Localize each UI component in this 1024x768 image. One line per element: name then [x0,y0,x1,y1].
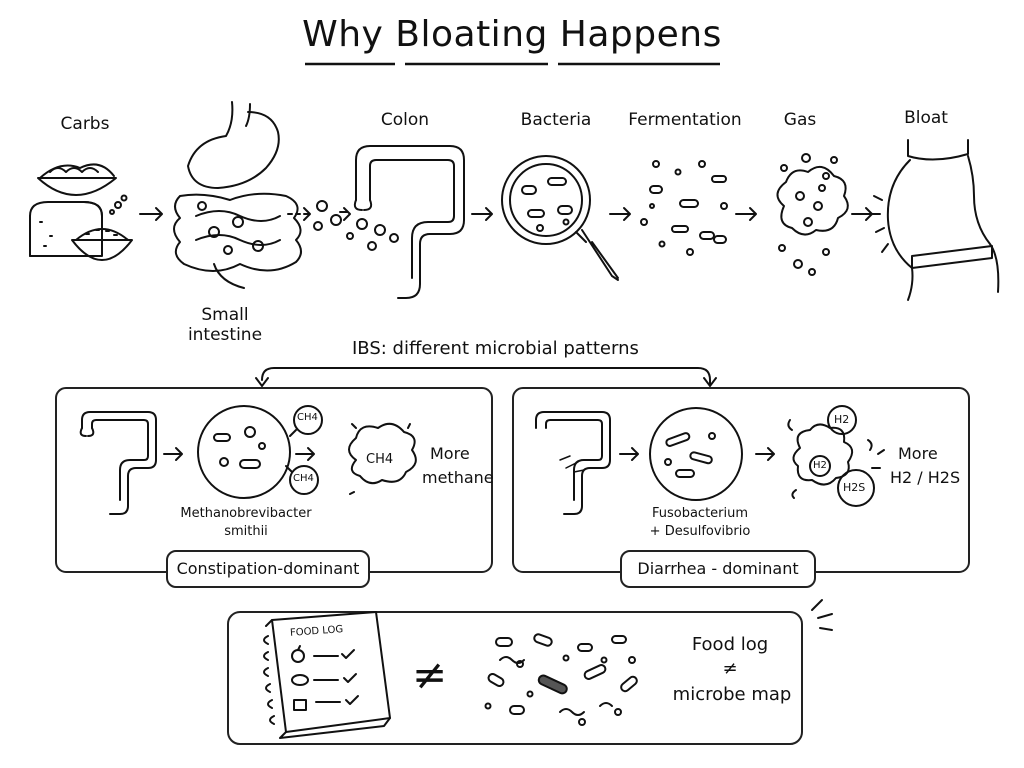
left-microbe-line-2: smithii [224,524,268,539]
colon-icon [346,145,465,299]
right-gas-bubble-3: H2S [843,481,866,494]
right-microbe-line-2: + Desulfovibrio [649,524,751,539]
right-result-line-1: More [898,444,938,463]
left-microbe-line-1: Methanobrevibacter [180,506,312,521]
not-equal-symbol: ≠ [412,650,448,699]
left-gas-bubble-2: CH4 [293,473,314,484]
stage-label-carbs: Carbs [60,114,110,134]
caption-microbe-map: microbe map [672,684,792,705]
stage-label-small-intestine: Small intestine [187,305,263,345]
magnifier-bacteria-icon [501,155,619,281]
ibs-split-arrows [255,367,717,388]
caption-not-equal: ≠ [722,658,738,679]
small-intestine-icon [173,101,302,289]
page-title: Why Bloating Happens [302,14,722,55]
bread-icon [29,201,103,257]
stage-label-gas: Gas [783,110,817,130]
constipation-dominant-label: Constipation-dominant [166,550,370,588]
stage-label-fermentation: Fermentation [628,110,742,130]
bottom-panel-illustration [263,599,833,739]
stage-label-bacteria: Bacteria [520,110,592,130]
gas-cloud-icon [776,153,849,276]
left-cloud-text: CH4 [366,452,394,467]
stage-label-bloat: Bloat [904,108,948,128]
fermentation-particles-icon [640,160,728,256]
left-result-line-2: methane [422,468,494,487]
caption-food-log: Food log [691,634,769,655]
left-panel-illustration [79,405,417,515]
rice-bowl-icon [71,228,133,261]
left-result-line-1: More [430,444,470,463]
pasta-bowl-icon [37,163,117,196]
right-result-line-2: H2 / H2S [890,468,961,487]
left-gas-bubble-1: CH4 [297,412,318,423]
right-gas-bubble-1: H2 [834,413,850,426]
ibs-heading: IBS: different microbial patterns [352,338,639,359]
right-microbe-line-1: Fusobacterium [651,506,749,521]
diarrhea-dominant-label: Diarrhea - dominant [620,550,816,588]
stage-label-colon: Colon [380,110,430,130]
bottom-panel-border [227,611,803,745]
bloated-belly-icon [869,139,1000,301]
right-gas-bubble-2: H2 [813,460,827,471]
right-panel-illustration [535,405,885,515]
